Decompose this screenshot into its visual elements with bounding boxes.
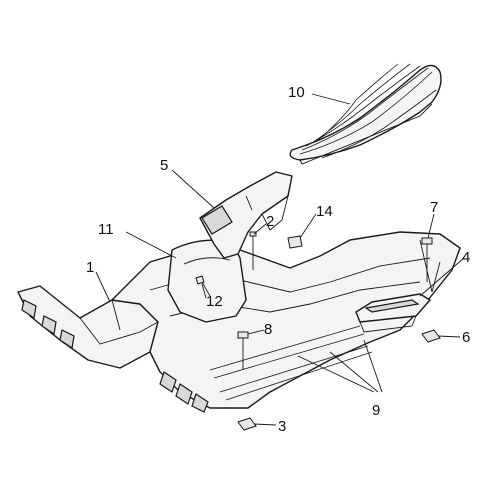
part-12-screw [195,275,211,297]
part-8-screw [237,331,249,370]
callout-2: 2 [266,213,274,230]
callout-6: 6 [462,329,470,346]
part-7-screw [421,237,433,282]
rear-pad-part [355,293,431,333]
callout-3: 3 [278,418,286,435]
callout-8: 8 [264,321,272,338]
callout-7: 7 [430,199,438,216]
part-3-nut [237,417,257,431]
part-6-nut [421,329,441,343]
callout-14: 14 [316,203,333,220]
front-bracket-part [199,171,293,259]
callout-4: 4 [462,249,470,266]
leader-lines [95,93,465,426]
footboard-mat-part [289,63,442,165]
callout-9: 9 [372,402,380,419]
callout-10: 10 [288,84,305,101]
floor-panel-part [111,231,461,413]
callout-12: 12 [206,293,223,310]
callout-1: 1 [86,259,94,276]
callout-5: 5 [160,157,168,174]
callout-11: 11 [98,221,114,238]
part-2-screw [249,231,257,270]
part-14-clip [287,235,303,249]
left-mudguard-part [17,285,159,369]
